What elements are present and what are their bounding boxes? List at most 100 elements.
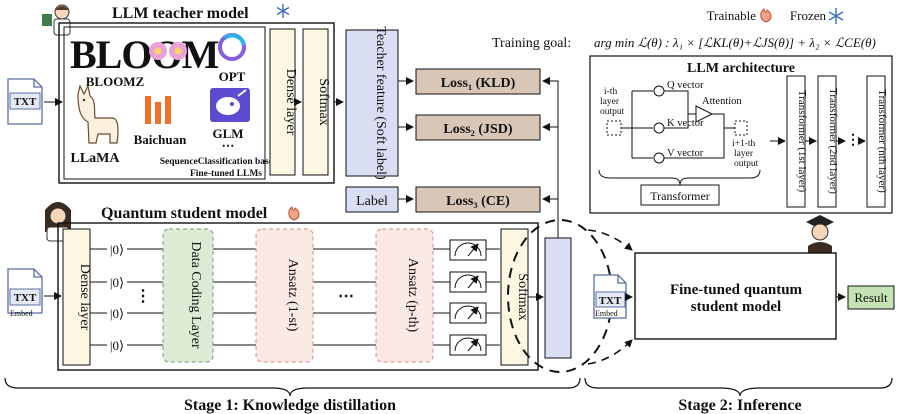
training-goal-formula: arg min ℒ(θ) : λ₁ × [ℒKL(θ)+ℒJS(θ)] + λ₂… <box>594 35 876 50</box>
transformer-layer-n-label: Transformer (nth layer) <box>876 89 888 193</box>
llama-icon <box>77 84 119 144</box>
measurement-meter-icon <box>449 302 487 324</box>
student-dense-label: Dense layer <box>77 264 92 331</box>
loss2-label: Loss₂ (JSD) <box>443 122 512 137</box>
q-node <box>653 85 665 97</box>
stage1-label: Stage 1: Knowledge distillation <box>184 397 396 414</box>
v-vector-label: V vector <box>667 148 704 159</box>
architecture-title: LLM architecture <box>687 61 795 76</box>
inference-embed-label: Embed <box>595 309 618 318</box>
stage1-brace <box>4 377 581 397</box>
transformer-label: Transformer <box>650 189 710 203</box>
loss3-label: Loss₃ (CE) <box>446 194 510 209</box>
qubit-ket-4: |0⟩ <box>110 338 124 353</box>
result-box <box>847 285 895 310</box>
teacher-dense-layer <box>269 28 296 176</box>
baichuan-logo-icon <box>145 96 171 124</box>
attention-block <box>695 105 714 123</box>
student-embed-label: Embed <box>10 309 33 318</box>
teacher-avatar-icon <box>42 4 71 36</box>
seqclass-label-line2: Fine-tuned LLMs <box>190 169 262 179</box>
snowflake-icon <box>828 8 844 24</box>
result-label: Result <box>854 290 888 305</box>
teacher-txt-label: TXT <box>14 96 37 108</box>
inference-txt-label: TXT <box>599 295 622 307</box>
baichuan-label: Baichuan <box>134 132 188 147</box>
teacher-feature-label: Teacher feature (Soft label) <box>373 26 388 180</box>
ansatz-hdots: ⋯ <box>338 288 354 305</box>
transformer-box <box>640 184 720 206</box>
flower-icon <box>149 42 187 60</box>
flame-icon <box>760 7 772 23</box>
document-icon <box>593 274 627 319</box>
layers-dots: ⋮ <box>846 133 860 148</box>
training-goal-label: Training goal: <box>492 36 571 51</box>
llm-logos-box <box>63 26 266 180</box>
teacher-feature-box <box>345 29 399 177</box>
ansatz-p-label: Ansatz (p-th) <box>405 258 420 333</box>
label-box-text: Label <box>356 194 388 209</box>
student-feature-box <box>544 237 572 359</box>
student-softmax-layer <box>500 228 529 366</box>
k-vector-label: K vector <box>667 118 704 129</box>
data-coding-layer <box>162 228 214 363</box>
v-node <box>653 152 665 164</box>
qubit-vdots: ⋮ <box>135 288 151 305</box>
snowflake-icon <box>276 4 290 18</box>
layer-out-box <box>734 120 748 136</box>
layer-in-box <box>606 120 622 136</box>
loss1-box <box>415 68 541 95</box>
document-icon <box>7 268 43 314</box>
ansatz-p-block <box>375 228 434 363</box>
stage2-label: Stage 2: Inference <box>678 397 801 414</box>
legend-frozen-label: Frozen <box>790 8 827 23</box>
bloomz-label: BLOOMZ <box>86 74 145 89</box>
measurement-meter-icon <box>449 239 487 261</box>
seqclass-label-line1: SequenceClassification based <box>160 157 279 167</box>
student-dense-layer <box>62 228 91 366</box>
teacher-softmax-label: Softmax <box>316 78 331 125</box>
legend-trainable-label: Trainable <box>707 8 757 23</box>
loss3-box <box>415 186 541 213</box>
loss2-box <box>415 114 541 141</box>
glm-more-dots: ⋯ <box>222 138 235 153</box>
attention-label: Attention <box>702 96 742 107</box>
flame-icon <box>288 205 300 221</box>
label-box <box>345 186 399 213</box>
llama-label: LLaMA <box>71 151 121 166</box>
fine-tuned-student-box <box>634 252 837 340</box>
student-title: Quantum student model <box>101 205 268 222</box>
ansatz-1-block <box>255 228 314 363</box>
bloom-logo-text: BLOOM <box>70 32 219 77</box>
teacher-dense-label: Dense layer <box>283 69 298 136</box>
transformer-layer-1-label: Transformer (1st layer) <box>796 90 808 193</box>
k-node <box>653 122 665 134</box>
ansatz-1-label: Ansatz (1-st) <box>285 259 300 332</box>
document-icon <box>7 78 43 125</box>
teacher-softmax-layer <box>302 28 329 176</box>
graduate-avatar-icon <box>806 215 834 256</box>
student-txt-label: TXT <box>14 292 37 304</box>
glm-label: GLM <box>212 126 243 141</box>
glm-logo-icon <box>210 88 250 122</box>
q-vector-label: Q vector <box>667 80 704 91</box>
transformer-layer-2-label: Transformer (2nd layer) <box>827 88 839 194</box>
qubit-ket-1: |0⟩ <box>110 242 124 257</box>
architecture-box <box>589 55 893 214</box>
measurement-meter-icon <box>449 271 487 293</box>
qubit-ket-2: |0⟩ <box>110 275 124 290</box>
data-coding-label: Data Coding Layer <box>188 241 203 349</box>
opt-label: OPT <box>219 69 246 84</box>
qubit-ket-3: |0⟩ <box>110 306 124 321</box>
measurement-meter-icon <box>449 334 487 356</box>
student-softmax-label: Softmax <box>515 273 530 320</box>
loss1-label: Loss₁ (KLD) <box>441 76 516 91</box>
transformer-layer-n <box>866 75 886 208</box>
teacher-title: LLM teacher model <box>112 5 249 22</box>
stage2-brace <box>584 377 893 397</box>
opt-logo-icon <box>218 33 246 61</box>
